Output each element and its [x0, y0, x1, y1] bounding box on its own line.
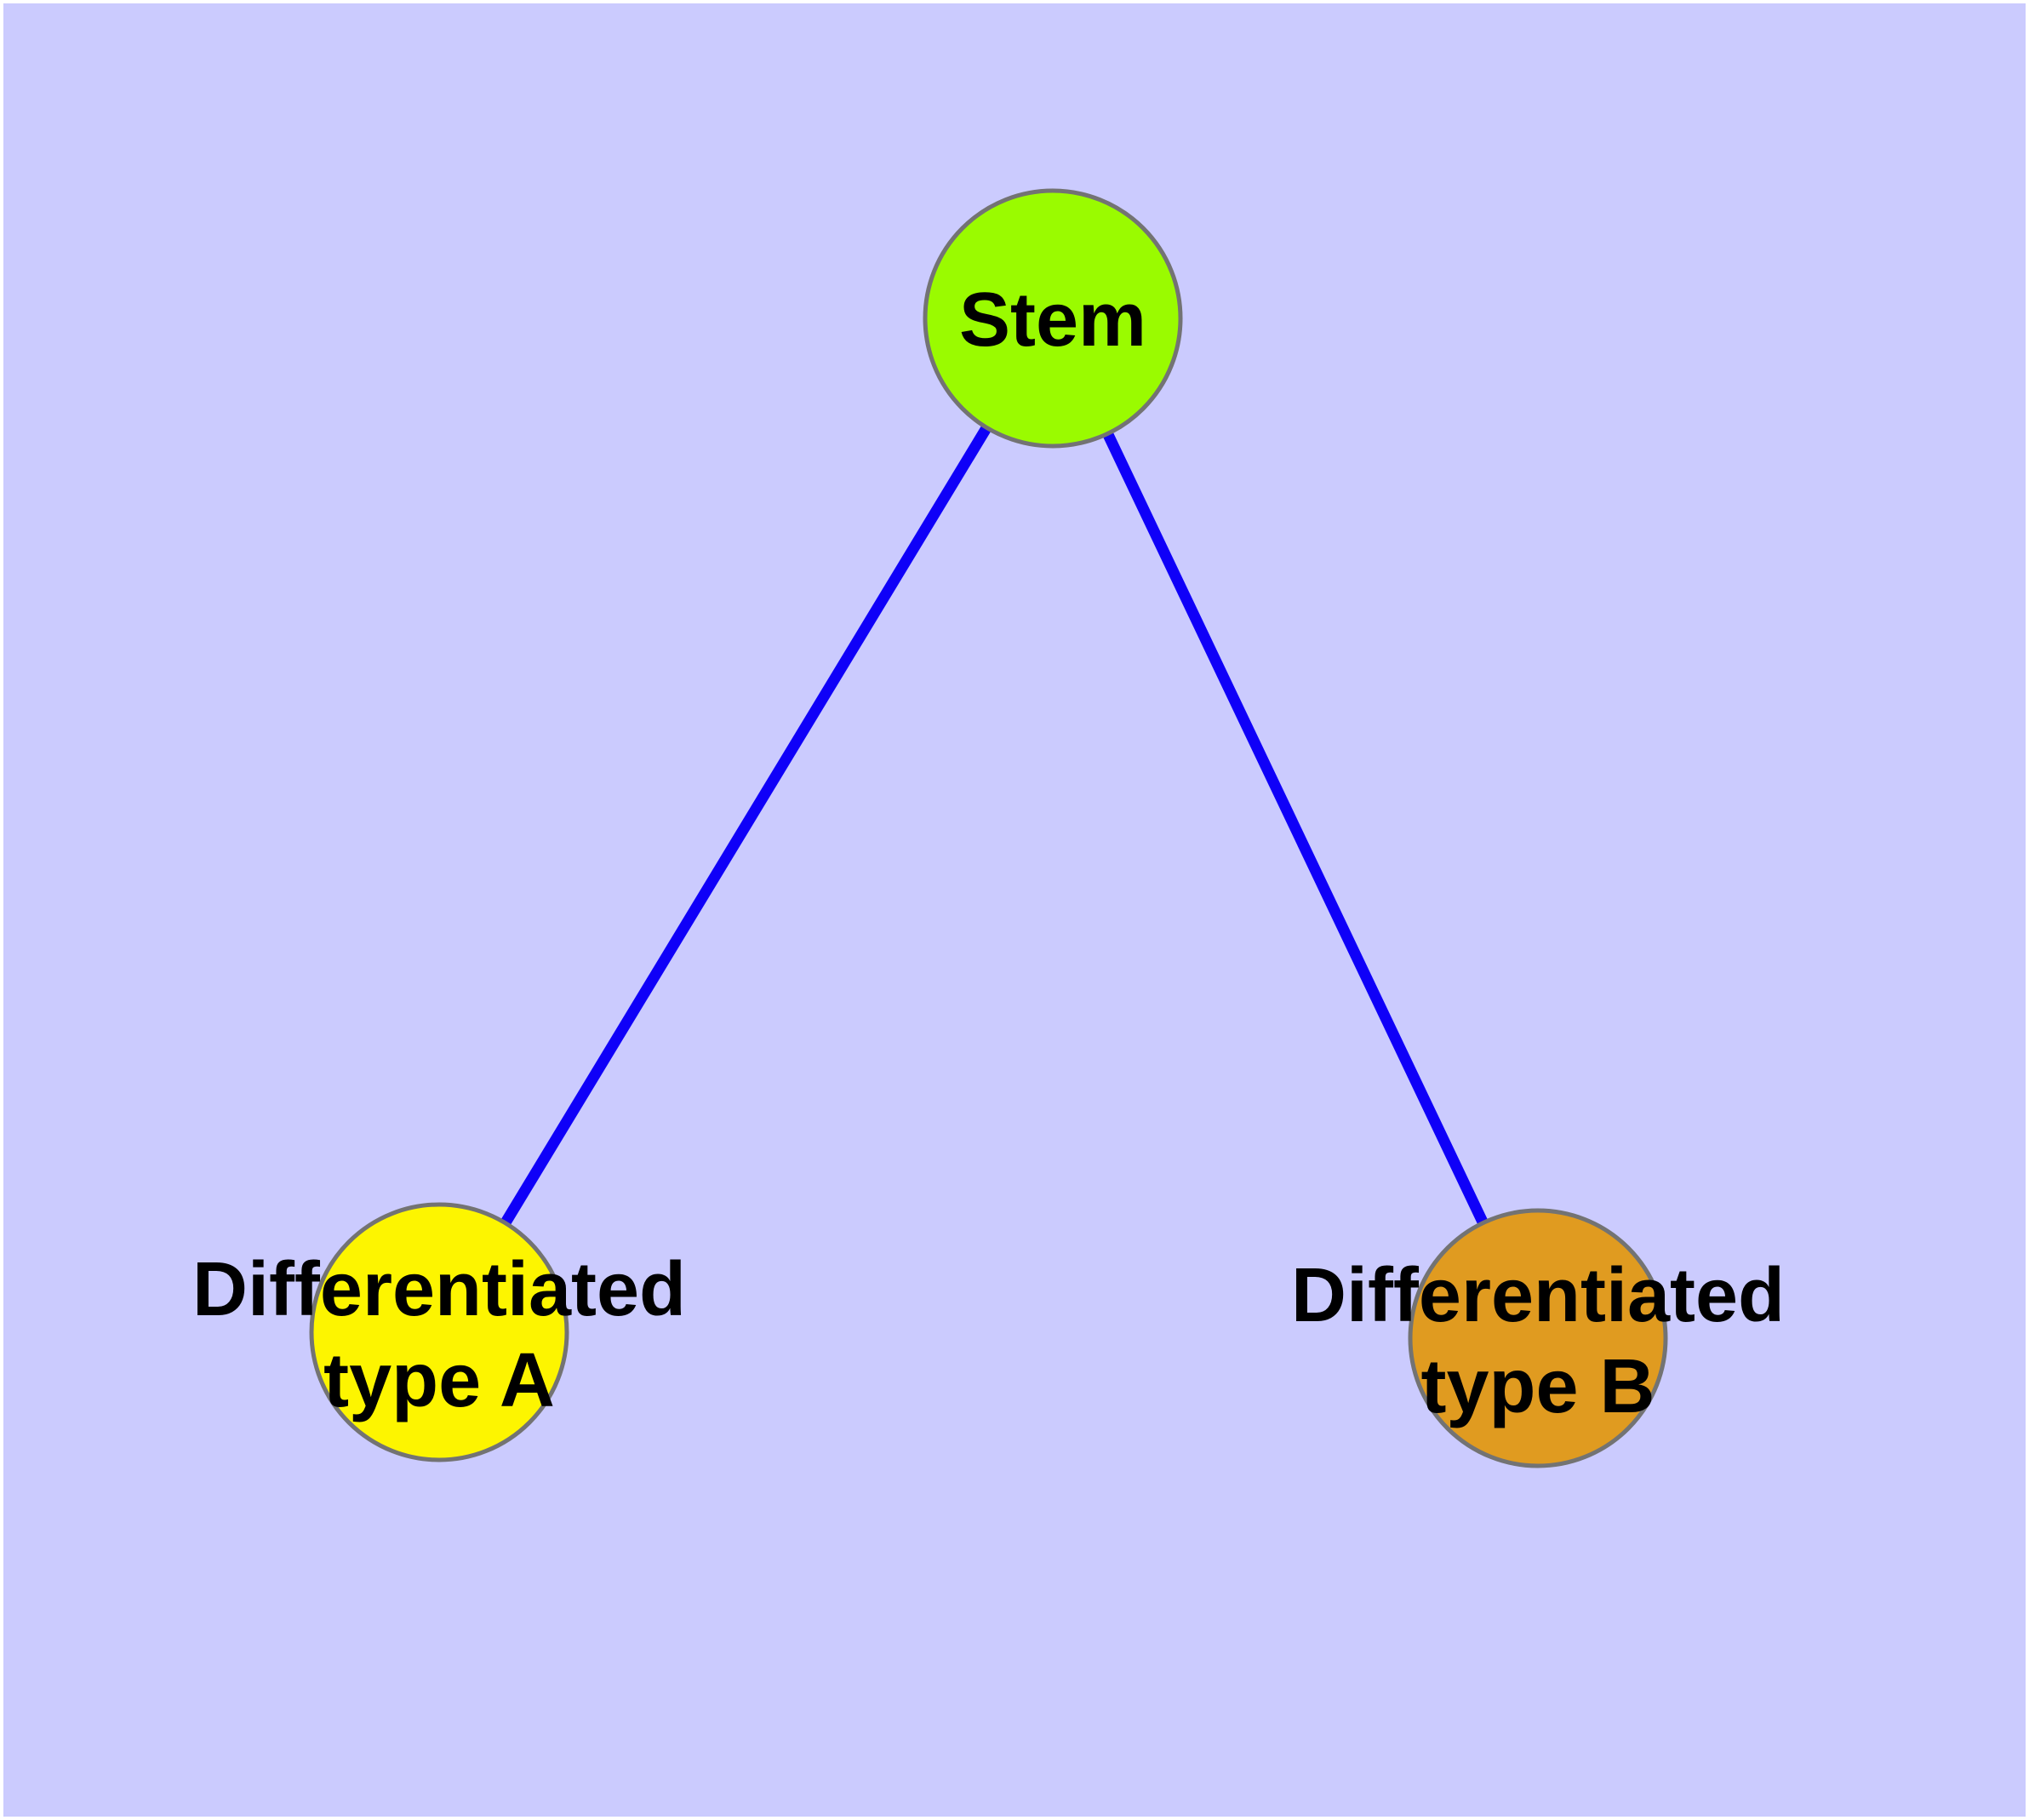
node-stem [923, 188, 1183, 449]
edge-stem-to-type-b [1048, 316, 1543, 1341]
node-differentiated-type-a [309, 1202, 569, 1462]
node-type-b-label-line2: type B [1420, 1344, 1655, 1429]
node-type-a-label-line1: Differentiated [192, 1247, 686, 1332]
node-stem-label: Stem [959, 278, 1146, 363]
node-type-a-label-line2: type A [323, 1338, 555, 1423]
edge-stem-to-type-a [434, 315, 1058, 1336]
node-type-b-label-line1: Differentiated [1291, 1253, 1785, 1338]
node-differentiated-type-b [1408, 1208, 1668, 1468]
